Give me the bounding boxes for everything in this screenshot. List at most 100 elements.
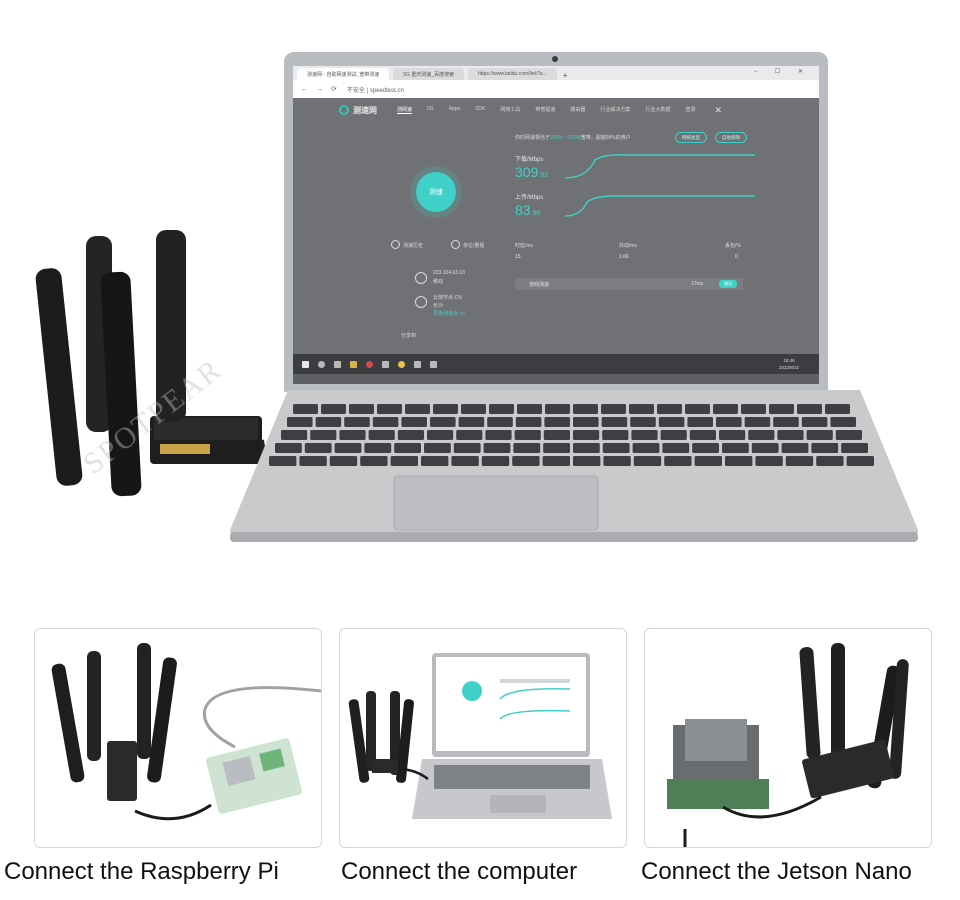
network-type-button[interactable]: 网络类型 <box>675 132 707 143</box>
download-int: 309 <box>515 164 539 180</box>
upload-value: 83.96 <box>515 202 540 218</box>
nav-item-sdk[interactable]: SDK <box>475 106 486 112</box>
nav-item-bigdata[interactable]: 行业大数据 <box>645 107 671 113</box>
touchpad <box>393 475 599 531</box>
reload-icon[interactable]: ⟳ <box>331 86 337 93</box>
hero-product-photo: SPOTPEAR 测速网 - 自助网速测试, 宽带测速 5G 重庆测速_百度搜索… <box>35 52 918 542</box>
keyboard-key <box>481 456 510 466</box>
tab-baidu-link[interactable]: https://www.baidu.com/link?u... <box>468 68 557 80</box>
keyboard-key <box>632 443 660 453</box>
thumb-raspberry-pi <box>34 628 322 848</box>
close-icon[interactable]: ✕ <box>714 104 723 115</box>
keyboard-key <box>427 430 454 440</box>
url-field[interactable]: 不安全 | speedtest.cn <box>346 87 404 94</box>
node-name: 云测节点-CN <box>433 295 462 301</box>
keyboard-key <box>513 443 541 453</box>
caption-computer: Connect the computer <box>341 858 578 885</box>
keyboard-key <box>741 404 766 414</box>
keyboard-key <box>545 404 570 414</box>
upload-decimal: .96 <box>530 210 541 217</box>
keyboard-key <box>657 404 682 414</box>
keyboard-key <box>692 443 719 453</box>
nav-item-boost[interactable]: 带宽提速 <box>535 107 556 113</box>
keyboard-key <box>293 404 318 414</box>
window-controls[interactable]: − ☐ ✕ <box>753 69 811 75</box>
keyboard-key <box>716 417 742 427</box>
nav-item-apps[interactable]: Apps <box>448 106 461 112</box>
nav-item-5g[interactable]: 5G <box>427 106 434 112</box>
keyboard-key <box>430 417 456 427</box>
app-red-icon[interactable] <box>366 360 373 368</box>
keyboard-key <box>660 430 687 440</box>
keyboard-key <box>751 443 779 453</box>
keyboard-key <box>275 443 302 453</box>
site-logo[interactable]: 测速网 <box>353 105 377 115</box>
start-icon[interactable] <box>302 360 309 368</box>
app-icon[interactable] <box>382 360 389 368</box>
app-icon-3[interactable] <box>430 360 437 368</box>
keyboard-key <box>811 443 839 453</box>
summary-prefix: 你的网速相当于 <box>515 135 551 141</box>
history-link[interactable]: 测速历史 <box>403 243 424 249</box>
change-node-link[interactable]: 更换测速点 >> <box>433 311 466 317</box>
task-view-icon[interactable] <box>334 360 341 368</box>
forward-icon[interactable]: → <box>316 85 323 93</box>
windows-taskbar: 18:46 2022/8/22 <box>293 354 819 374</box>
search-icon[interactable] <box>318 360 325 368</box>
laptop-lid: 测速网 - 自助网速测试, 宽带测速 5G 重庆测速_百度搜索 https://… <box>284 52 828 392</box>
keyboard-key <box>339 430 366 440</box>
keyboard-key <box>543 430 570 440</box>
unit-link[interactable]: 单位/量程 <box>463 243 485 249</box>
tab-speedtest[interactable]: 测速网 - 自助网速测试, 宽带测速 <box>297 68 390 80</box>
nav-item-login[interactable]: 登录 <box>685 107 696 113</box>
result-panel: 你的网速相当于200M ~ 300M宽带，超越99%的用户 网络类型 自助排障 … <box>515 132 765 334</box>
keyboard-key <box>601 404 626 414</box>
antenna-module-illustration <box>35 230 266 497</box>
nav-item-solutions[interactable]: 行业解决方案 <box>600 107 631 113</box>
screen-bezel-bottom <box>293 374 819 384</box>
keyboard-key <box>713 404 738 414</box>
folder-icon[interactable] <box>350 360 357 368</box>
keyboard-key <box>603 456 631 466</box>
nav-item-router[interactable]: 路由器 <box>570 107 586 113</box>
keyboard-key <box>368 430 395 440</box>
module-heatsink <box>154 418 258 440</box>
keyboard-key <box>664 456 692 466</box>
keyboard-key <box>453 443 481 453</box>
computer-illustration <box>348 653 612 819</box>
site-nav: 测速网 测网速 5G Apps SDK 网络工具 带宽提速 路由器 行业解决方案… <box>293 98 819 122</box>
system-clock[interactable]: 18:46 2022/8/22 <box>779 357 799 371</box>
keyboard-key <box>841 443 868 453</box>
keyboard-key <box>433 404 458 414</box>
start-test-button[interactable]: 测速 <box>416 172 456 212</box>
chrome-icon[interactable] <box>398 360 405 368</box>
keyboard-key <box>629 404 654 414</box>
nav-item-tools[interactable]: 网络工具 <box>500 107 521 113</box>
result-summary: 你的网速相当于200M ~ 300M宽带，超越99%的用户 <box>515 134 631 141</box>
game-latency: 17ms <box>691 281 704 287</box>
keyboard-key <box>281 430 308 440</box>
back-icon[interactable]: ← <box>301 85 308 93</box>
jitter-value: 1.66 <box>619 254 629 260</box>
clock-date: 2022/8/22 <box>778 365 799 370</box>
new-tab-icon[interactable]: + <box>562 71 568 80</box>
ip-address: 223.104.63.18 <box>433 270 465 276</box>
tab-baidu-search[interactable]: 5G 重庆测速_百度搜索 <box>393 68 465 80</box>
keyboard-key <box>744 417 771 427</box>
keyboard-key <box>334 443 362 453</box>
keyboard-key <box>458 417 485 427</box>
upload-int: 83 <box>515 202 531 218</box>
location-icon <box>415 272 427 284</box>
keyboard-key <box>835 430 862 440</box>
download-curve <box>565 154 755 179</box>
keyboard-key <box>573 443 600 453</box>
keyboard-key <box>315 417 342 427</box>
keyboard-key <box>269 456 297 466</box>
upload-curve <box>565 195 755 217</box>
game-test-button[interactable]: 测试 <box>719 280 737 288</box>
browser-window: 测速网 - 自助网速测试, 宽带测速 5G 重庆测速_百度搜索 https://… <box>293 66 819 98</box>
keyboard-key <box>722 443 749 453</box>
nav-item-speed[interactable]: 测网速 <box>397 107 413 114</box>
self-troubleshoot-button[interactable]: 自助排障 <box>715 132 747 143</box>
app-icon-2[interactable] <box>414 360 421 368</box>
